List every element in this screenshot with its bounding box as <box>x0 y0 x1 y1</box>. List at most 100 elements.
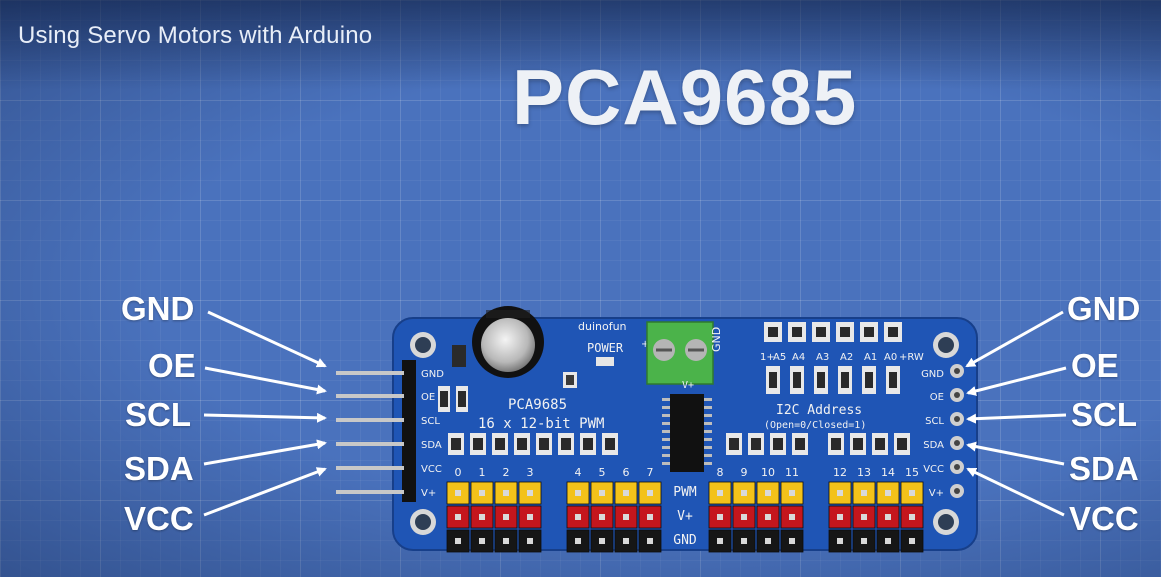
servo-pin-tip <box>479 514 485 520</box>
mounting-holes <box>410 332 959 535</box>
board-chip-name: PCA9685 <box>508 397 567 413</box>
left-label-gnd: GND <box>121 290 195 327</box>
svg-text:+RW: +RW <box>899 352 924 363</box>
arrow-oe-right <box>966 366 1067 396</box>
arrow-scl-left <box>203 412 327 423</box>
servo-pin-tip <box>909 538 915 544</box>
header-label-sda-right: SDA <box>923 440 944 451</box>
right-header-labels: GND OE SCL SDA VCC V+ <box>921 369 944 499</box>
pca9685-chip <box>662 394 712 472</box>
servo-pin-tip <box>623 538 629 544</box>
svg-text:13: 13 <box>857 466 871 479</box>
svg-text:6: 6 <box>623 466 630 479</box>
servo-pin-tip <box>765 490 771 496</box>
svg-text:2: 2 <box>503 466 510 479</box>
left-header-pins <box>336 360 416 502</box>
electrolytic-capacitor <box>472 306 544 378</box>
arrow-scl-right <box>966 413 1067 424</box>
servo-header-pins <box>446 481 924 553</box>
svg-text:9: 9 <box>741 466 748 479</box>
board-brand: duinofun <box>578 320 627 333</box>
servo-pin-tip <box>527 538 533 544</box>
servo-pin-tip <box>765 514 771 520</box>
servo-pin-tip <box>789 538 795 544</box>
arrow-gnd-right <box>965 310 1064 368</box>
header-label-vplus-left: V+ <box>421 488 436 499</box>
page-title: PCA9685 <box>512 53 858 141</box>
header-label-oe-right: OE <box>930 392 944 403</box>
row-label-pwm: PWM <box>673 485 697 500</box>
terminal-plus-label: + <box>641 339 649 350</box>
power-label: POWER <box>587 341 624 355</box>
video-title[interactable]: Using Servo Motors with Arduino <box>18 22 373 49</box>
servo-pin-tip <box>647 514 653 520</box>
servo-row-labels: PWM V+ GND <box>673 485 697 548</box>
svg-text:10: 10 <box>761 466 775 479</box>
header-label-sda-left: SDA <box>421 440 442 451</box>
header-label-gnd-right: GND <box>921 369 944 380</box>
servo-pin-tip <box>575 490 581 496</box>
svg-text:1+: 1+ <box>760 352 775 363</box>
arrow-sda-left <box>203 439 327 466</box>
screw-terminal: GND <box>646 321 723 385</box>
svg-text:5: 5 <box>599 466 606 479</box>
servo-pin-tip <box>717 538 723 544</box>
svg-text:14: 14 <box>881 466 895 479</box>
servo-pin-tip <box>741 538 747 544</box>
servo-pin-tip <box>909 490 915 496</box>
servo-pin-tip <box>741 514 747 520</box>
row-label-gnd: GND <box>673 533 697 548</box>
right-label-sda: SDA <box>1069 450 1139 487</box>
servo-pin-tip <box>765 538 771 544</box>
servo-pin-tip <box>885 538 891 544</box>
servo-pin-tip <box>861 490 867 496</box>
svg-text:7: 7 <box>647 466 654 479</box>
arrow-vcc-right <box>966 467 1065 517</box>
servo-pin-tip <box>479 490 485 496</box>
arrow-gnd-left <box>207 310 327 368</box>
address-jumpers <box>764 322 902 394</box>
servo-pin-tip <box>503 538 509 544</box>
arrow-oe-left <box>204 366 327 395</box>
servo-pin-tip <box>885 514 891 520</box>
svg-text:A1: A1 <box>864 352 877 363</box>
header-label-vcc-right: VCC <box>923 464 944 475</box>
left-label-oe: OE <box>148 347 196 384</box>
address-note: (Open=0/Closed=1) <box>764 420 866 431</box>
header-label-gnd-left: GND <box>421 369 444 380</box>
servo-pin-tip <box>717 490 723 496</box>
right-label-scl: SCL <box>1071 396 1137 433</box>
svg-text:A2: A2 <box>840 352 853 363</box>
left-header-labels: GND OE SCL SDA VCC V+ <box>421 369 444 499</box>
svg-text:A0: A0 <box>884 352 897 363</box>
servo-pin-tip <box>503 490 509 496</box>
address-title: I2C Address <box>776 403 862 418</box>
svg-text:11: 11 <box>785 466 799 479</box>
pin-arrows <box>203 310 1067 517</box>
servo-pin-tip <box>837 490 843 496</box>
terminal-gnd-label: GND <box>710 327 723 352</box>
right-label-gnd: GND <box>1067 290 1141 327</box>
right-label-vcc: VCC <box>1069 500 1139 537</box>
servo-pin-tip <box>837 538 843 544</box>
board-pwm-text: 16 x 12-bit PWM <box>478 416 604 432</box>
servo-pin-tip <box>623 514 629 520</box>
channel-numbers: 0 1 2 3 4 5 6 7 8 9 10 11 12 13 14 15 <box>455 466 920 479</box>
servo-pin-tip <box>861 538 867 544</box>
servo-pin-tip <box>837 514 843 520</box>
header-label-vplus-right: V+ <box>929 488 944 499</box>
header-label-oe-left: OE <box>421 392 435 403</box>
arrow-vcc-left <box>203 467 327 517</box>
arrow-sda-right <box>966 441 1065 466</box>
servo-pin-tip <box>647 490 653 496</box>
servo-pin-tip <box>599 490 605 496</box>
svg-text:15: 15 <box>905 466 919 479</box>
right-label-oe: OE <box>1071 347 1119 384</box>
smd-components-left <box>438 345 468 412</box>
left-label-scl: SCL <box>125 396 191 433</box>
left-label-vcc: VCC <box>124 500 194 537</box>
svg-text:A3: A3 <box>816 352 829 363</box>
svg-text:0: 0 <box>455 466 462 479</box>
servo-pin-tip <box>455 538 461 544</box>
